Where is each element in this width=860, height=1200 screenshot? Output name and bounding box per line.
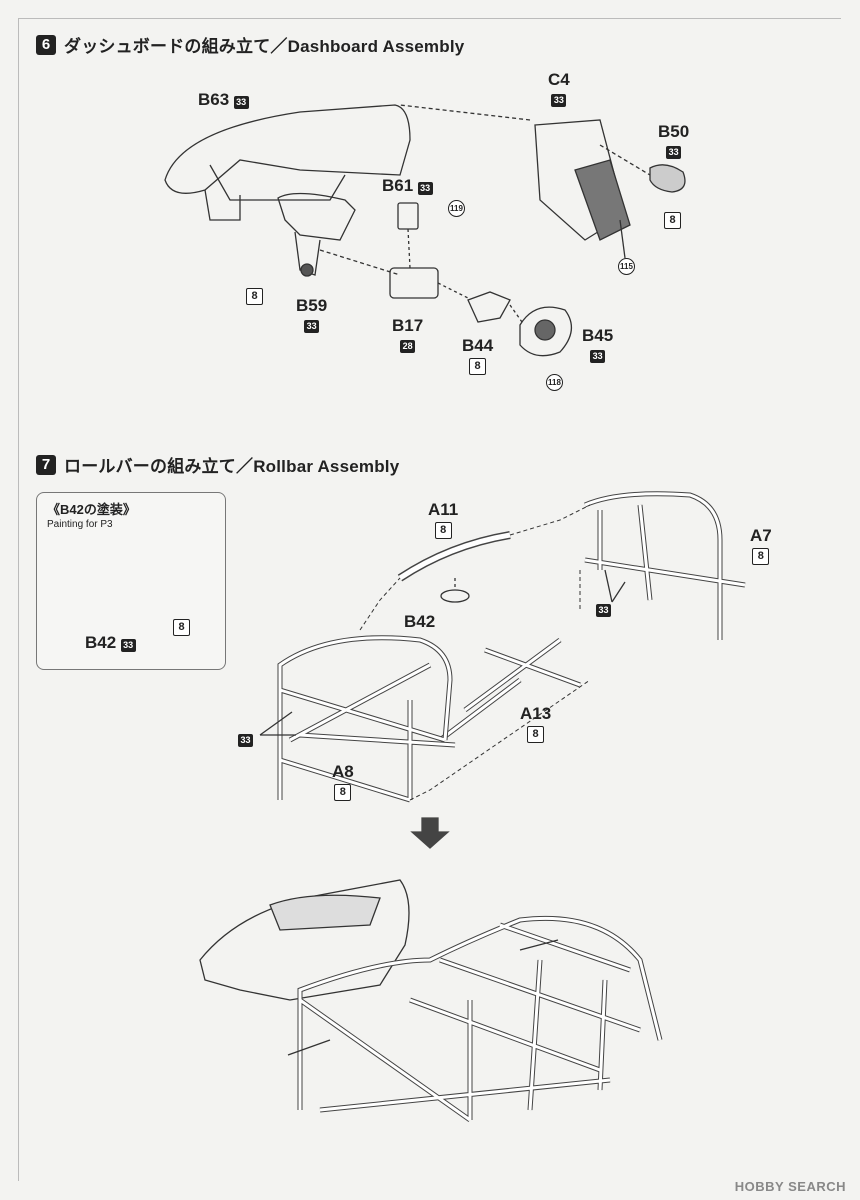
rollbar-paint-badge-right: 33 <box>596 600 611 618</box>
part-b17: B17 28 <box>392 316 423 354</box>
steering-column-drawing <box>319 249 401 276</box>
part-b44-box-value: 8 <box>469 358 487 375</box>
inset-part-code: B42 <box>85 633 117 652</box>
inset-box: 8 <box>173 617 190 636</box>
completed-dashboard-drawing <box>199 879 410 1001</box>
step-6-header: 6 ダッシュボードの組み立て／Dashboard Assembly <box>36 32 464 57</box>
roof-bar-drawing <box>397 531 511 582</box>
part-b59-badge: 33 <box>304 320 320 333</box>
rollbar-badge-left-value: 33 <box>238 734 253 747</box>
step-7-title: ロールバーの組み立て／Rollbar Assembly <box>64 457 400 476</box>
part-c4: C4 33 <box>548 70 570 108</box>
part-b63-code: B63 <box>198 90 230 109</box>
part-b61-code: B61 <box>382 176 414 195</box>
step-6-number: 6 <box>36 34 56 55</box>
part-b50-code: B50 <box>658 122 690 141</box>
decal-115: 115 <box>618 258 635 275</box>
part-b45-badge: 33 <box>590 350 606 363</box>
part-a11-code: A11 <box>428 500 459 519</box>
part-c4-code: C4 <box>548 70 570 89</box>
part-b45: B45 33 <box>582 326 613 364</box>
steering-wheel-drawing <box>519 306 572 357</box>
front-hoop-drawing <box>277 635 456 803</box>
part-b44-code: B44 <box>462 336 494 355</box>
decal-118: 118 <box>546 374 563 391</box>
part-b42: B42 <box>404 612 435 632</box>
part-a13-code: A13 <box>520 704 552 723</box>
part-b50-badge: 33 <box>666 146 682 159</box>
inset-title: 《B42の塗装》 <box>47 502 136 517</box>
part-b61-badge: 33 <box>417 182 433 195</box>
part-a13-box-value: 8 <box>527 726 545 743</box>
step-7-number: 7 <box>36 454 56 475</box>
decal-119: 119 <box>448 200 465 217</box>
step-7-header: 7 ロールバーの組み立て／Rollbar Assembly <box>36 452 399 477</box>
part-b63-badge: 33 <box>233 96 249 109</box>
part-a7: A7 8 <box>750 526 772 565</box>
part-b50-box: 8 <box>664 210 681 229</box>
part-a7-code: A7 <box>750 526 772 545</box>
part-a8-box-value: 8 <box>334 784 352 801</box>
arrow-down-icon <box>410 817 450 849</box>
shifter-drawing <box>649 164 686 193</box>
rollbar-paint-badge-left: 33 <box>238 730 253 748</box>
part-b59-box: 8 <box>246 286 263 305</box>
part-a11-box-value: 8 <box>434 522 452 539</box>
part-b45-code: B45 <box>582 326 614 345</box>
inset-part-badge: 33 <box>120 639 136 652</box>
part-b63: B63 33 <box>198 90 249 110</box>
inset-part: B42 33 <box>85 633 136 653</box>
part-b59-code: B59 <box>296 296 328 315</box>
part-b17-code: B17 <box>392 316 424 335</box>
part-a7-box-value: 8 <box>752 548 770 565</box>
part-a11: A11 8 <box>428 500 458 539</box>
page-frame <box>18 18 841 1181</box>
mirror-painting-inset: 《B42の塗装》 Painting for P3 B42 33 8 <box>36 492 226 670</box>
cluster-hood-drawing <box>277 192 356 241</box>
rollbar-badge-right-value: 33 <box>596 604 611 617</box>
part-a8: A8 8 <box>332 762 354 801</box>
part-b42-code: B42 <box>404 612 436 631</box>
watermark: HOBBY SEARCH <box>734 1179 846 1194</box>
part-a8-code: A8 <box>332 762 354 781</box>
inset-subtitle: Painting for P3 <box>47 519 113 530</box>
step-6-title: ダッシュボードの組み立て／Dashboard Assembly <box>64 37 465 56</box>
part-b59-box-value: 8 <box>246 288 263 305</box>
part-b44: B44 8 <box>462 336 493 375</box>
inset-box-value: 8 <box>173 619 190 636</box>
part-b61: B61 33 <box>382 176 433 196</box>
part-b50: B50 33 <box>658 122 689 160</box>
part-b50-box-value: 8 <box>664 212 681 229</box>
paddle-drawing <box>467 291 511 323</box>
part-a13: A13 8 <box>520 704 551 743</box>
dashboard-shell-drawing <box>164 104 411 194</box>
part-c4-badge: 33 <box>551 94 567 107</box>
part-b17-badge: 28 <box>400 340 416 353</box>
part-b59: B59 33 <box>296 296 327 334</box>
